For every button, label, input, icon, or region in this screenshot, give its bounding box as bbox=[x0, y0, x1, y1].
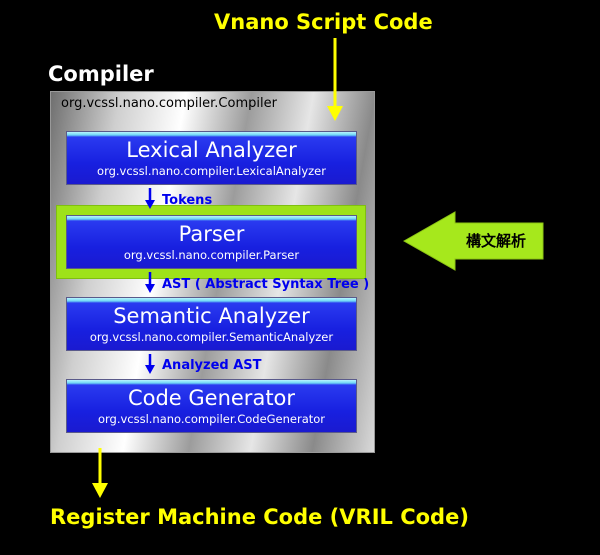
callout-arrow bbox=[402, 211, 544, 271]
input-arrow bbox=[327, 38, 343, 121]
compiler-title: Compiler bbox=[48, 62, 154, 86]
stage-title: Parser bbox=[178, 222, 245, 246]
flow-label-tokens: Tokens bbox=[162, 193, 213, 208]
flow-arrow-tokens bbox=[145, 188, 155, 209]
compiler-class-name: org.vcssl.nano.compiler.Compiler bbox=[61, 96, 277, 111]
stage-class-name: org.vcssl.nano.compiler.LexicalAnalyzer bbox=[97, 164, 326, 178]
stage-class-name: org.vcssl.nano.compiler.CodeGenerator bbox=[97, 412, 326, 426]
flow-label-analyzed-ast: Analyzed AST bbox=[162, 358, 262, 373]
stage-parser: Parser org.vcssl.nano.compiler.Parser bbox=[66, 215, 357, 269]
stage-lexical-analyzer: Lexical Analyzer org.vcssl.nano.compiler… bbox=[66, 131, 357, 185]
output-arrow bbox=[92, 448, 108, 498]
stage-title: Lexical Analyzer bbox=[126, 138, 297, 162]
flow-label-ast: AST ( Abstract Syntax Tree ) bbox=[162, 277, 370, 292]
stage-code-generator: Code Generator org.vcssl.nano.compiler.C… bbox=[66, 379, 357, 433]
input-label: Vnano Script Code bbox=[214, 10, 433, 34]
callout-label: 構文解析 bbox=[466, 232, 527, 250]
stage-title: Semantic Analyzer bbox=[113, 304, 310, 328]
flow-arrow-ast bbox=[145, 272, 155, 293]
flow-arrow-analyzed-ast bbox=[145, 354, 155, 374]
output-label: Register Machine Code (VRIL Code) bbox=[50, 505, 469, 529]
stage-semantic-analyzer: Semantic Analyzer org.vcssl.nano.compile… bbox=[66, 297, 357, 351]
stage-class-name: org.vcssl.nano.compiler.SemanticAnalyzer bbox=[89, 330, 334, 344]
stage-class-name: org.vcssl.nano.compiler.Parser bbox=[123, 248, 300, 262]
stage-title: Code Generator bbox=[127, 386, 296, 410]
